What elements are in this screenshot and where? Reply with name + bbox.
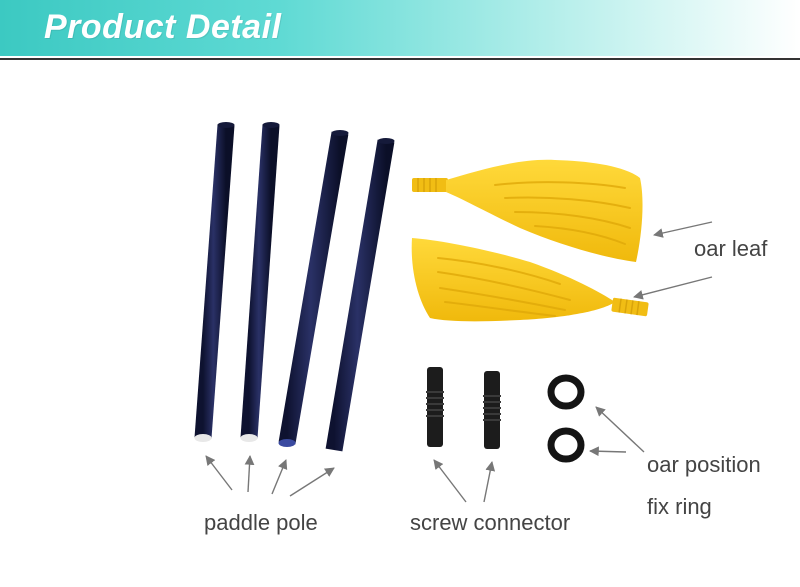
paddle-pole-3 [278,130,349,447]
label-paddle-pole: paddle pole [204,510,318,535]
arrow-pole-2 [244,455,255,493]
oar-leaf-bottom [411,238,649,322]
header-divider [0,58,800,60]
arrow-connector-2 [483,461,496,503]
paddle-pole-1 [194,122,235,442]
header-banner: Product Detail [0,0,800,56]
fix-ring-2 [547,427,585,463]
page-title: Product Detail [44,8,282,46]
arrow-ring-2 [589,446,627,457]
oar-leaf-top [412,159,643,262]
arrow-pole-1 [205,455,233,491]
arrow-ring-1 [595,406,645,453]
screw-connector-2 [483,371,501,449]
label-oar-position: oar position [647,452,761,477]
label-fix-ring: fix ring [647,494,712,519]
arrow-pole-4 [289,467,335,497]
arrow-oar-leaf-bottom [633,276,713,300]
arrow-oar-leaf-top [653,221,713,238]
label-oar-leaf: oar leaf [694,236,768,261]
paddle-pole-2 [240,122,280,442]
arrow-pole-3 [271,459,288,495]
paddle-pole-4 [325,138,395,452]
label-screw-connector: screw connector [410,510,571,535]
fix-ring-1 [547,374,585,410]
arrow-connector-1 [433,459,467,503]
screw-connector-1 [426,367,444,447]
